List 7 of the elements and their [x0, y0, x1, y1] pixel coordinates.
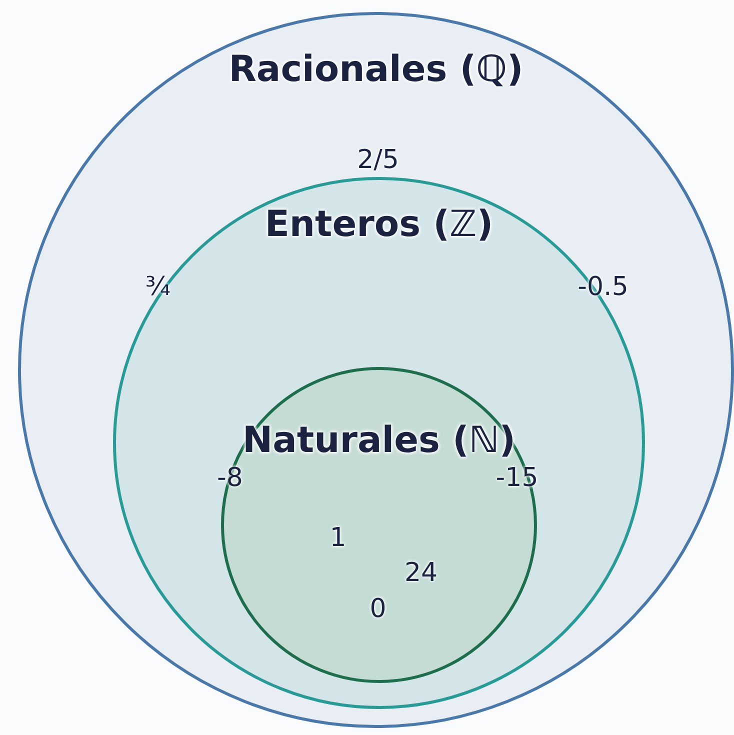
number-label: 0	[370, 594, 386, 624]
set-title: Enteros (ℤ)	[264, 203, 494, 247]
set-title: Naturales (ℕ)	[241, 419, 517, 463]
set-title: Racionales (ℚ)	[228, 48, 524, 92]
number-label: 24	[404, 558, 438, 588]
number-label: 2/5	[357, 145, 399, 175]
number-label: 1	[330, 523, 346, 553]
